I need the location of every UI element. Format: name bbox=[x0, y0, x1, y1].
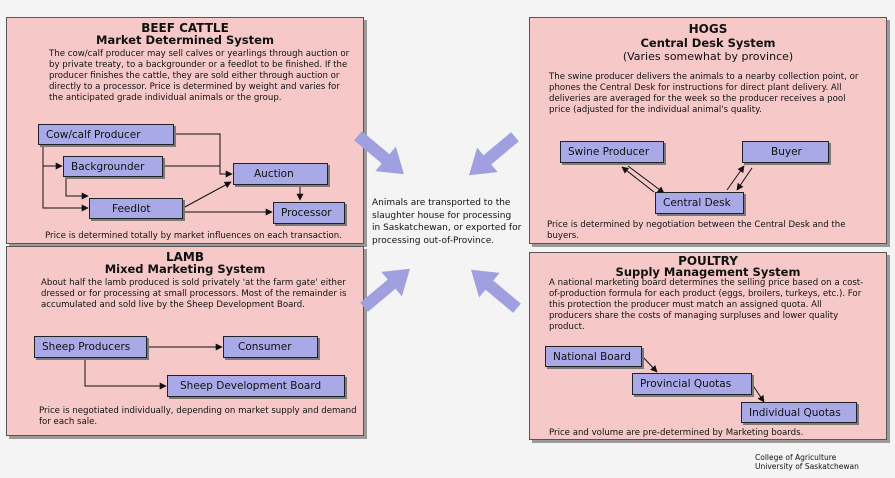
backgrounder-node: Backgrounder bbox=[63, 156, 163, 177]
beef-footer: Price is determined totally by market in… bbox=[45, 231, 342, 241]
hogs-panel: HOGS Central Desk System (Varies somewha… bbox=[529, 17, 887, 244]
hogs-subtitle: Central Desk System bbox=[640, 36, 776, 50]
poultry-title: POULTRY bbox=[678, 254, 738, 268]
processor-node: Processor bbox=[273, 202, 345, 224]
provincial-quotas-node: Provincial Quotas bbox=[632, 373, 752, 395]
central-desk-node: Central Desk bbox=[655, 192, 744, 214]
national-board-node: National Board bbox=[545, 346, 642, 367]
credit-college: College of Agriculture bbox=[755, 453, 837, 462]
beef-title: BEEF CATTLE bbox=[141, 21, 229, 35]
feedlot-node: Feedlot bbox=[89, 198, 183, 219]
lamb-description: About half the lamb produced is sold pri… bbox=[41, 278, 347, 310]
beef-subtitle: Market Determined System bbox=[96, 33, 274, 47]
sheep-producers-node: Sheep Producers bbox=[34, 336, 147, 358]
hogs-subtitle-note: (Varies somewhat by province) bbox=[622, 50, 794, 63]
consumer-node: Consumer bbox=[223, 336, 318, 358]
swine-producer-node: Swine Producer bbox=[560, 141, 664, 163]
buyer-node: Buyer bbox=[742, 141, 829, 163]
beef-description: The cow/calf producer may sell calves or… bbox=[49, 49, 350, 103]
arrow-from-hogs-icon bbox=[469, 132, 519, 176]
lamb-title: LAMB bbox=[165, 250, 205, 264]
sheep-development-board-node: Sheep Development Board bbox=[167, 375, 345, 397]
credit-university: University of Saskatchewan bbox=[755, 462, 859, 471]
hogs-footer: Price is determined by negotiation betwe… bbox=[547, 220, 846, 241]
lamb-footer: Price is negotiated individually, depend… bbox=[39, 406, 357, 427]
auction-node: Auction bbox=[233, 163, 328, 185]
arrow-from-poultry-icon bbox=[471, 269, 521, 313]
hogs-description: The swine producer delivers the animals … bbox=[549, 72, 859, 115]
cowcalf-producer-node: Cow/calf Producer bbox=[38, 124, 174, 145]
poultry-subtitle: Supply Management System bbox=[615, 265, 801, 279]
hogs-title: HOGS bbox=[688, 22, 728, 36]
poultry-footer: Price and volume are pre-determined by M… bbox=[549, 428, 804, 438]
center-transport-note: Animals are transported to the slaughter… bbox=[372, 198, 522, 246]
credit-block: College of Agriculture University of Sas… bbox=[755, 453, 859, 471]
poultry-description: A national marketing board determines th… bbox=[549, 278, 864, 332]
individual-quotas-node: Individual Quotas bbox=[741, 402, 857, 423]
lamb-subtitle: Mixed Marketing System bbox=[104, 262, 266, 276]
